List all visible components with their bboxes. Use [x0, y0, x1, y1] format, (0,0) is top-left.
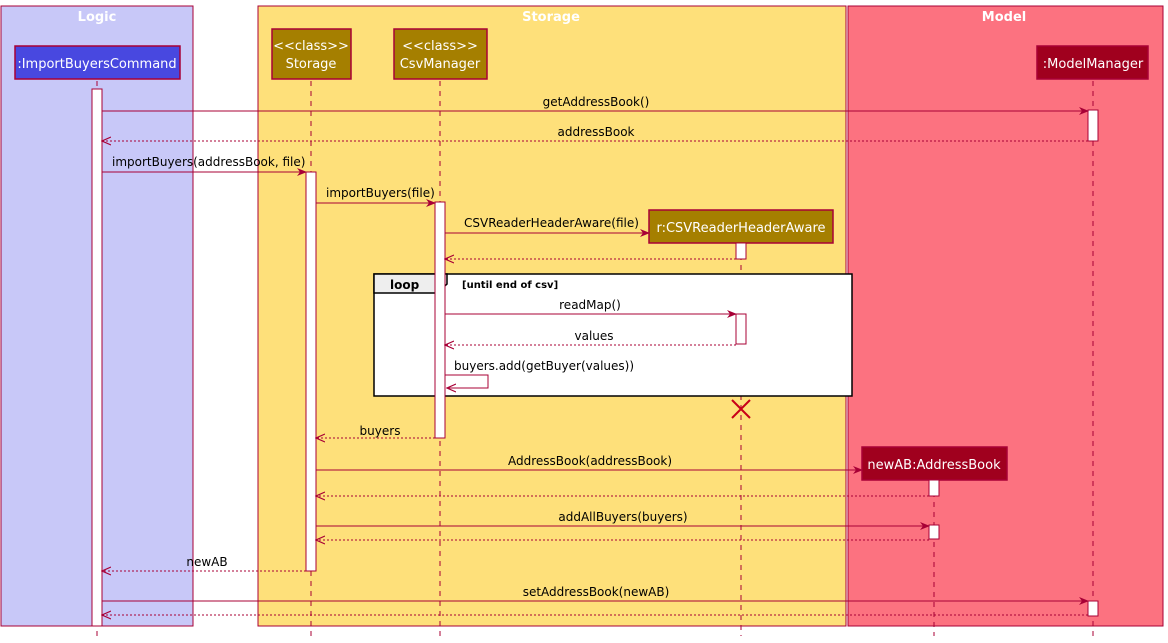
message-label: setAddressBook(newAB) [523, 585, 670, 599]
message-m4: importBuyers(file) [316, 186, 436, 207]
box-model-title: Model [982, 10, 1026, 25]
loop-guard: [until end of csv] [462, 280, 558, 291]
destroy-marker [731, 399, 751, 419]
participant-import-buyers-command: :ImportBuyersCommand [14, 45, 181, 80]
message-m10: buyers [316, 424, 435, 438]
message-label: values [574, 329, 613, 343]
activation-bar [434, 201, 446, 439]
participant-label: CsvManager [400, 57, 481, 72]
participant-label: Storage [286, 57, 337, 72]
activation-bar [91, 88, 103, 627]
message-m5: CSVReaderHeaderAware(file) [445, 216, 650, 237]
message-label: buyers.add(getBuyer(values)) [454, 359, 634, 373]
message-m2: addressBook [102, 125, 1088, 141]
message-label: newAB [186, 555, 227, 569]
stereotype-label: <<class>> [273, 39, 349, 54]
message-label: addAllBuyers(buyers) [558, 510, 687, 524]
activation-bar [1087, 109, 1099, 142]
loop-fragment: loop [until end of csv] [373, 273, 853, 397]
message-m3: importBuyers(addressBook, file) [102, 155, 307, 176]
message-label: addressBook [557, 125, 634, 139]
participant-storage: <<class>> Storage [271, 28, 352, 80]
message-m8: values [445, 329, 736, 345]
message-m15: newAB [102, 555, 306, 571]
message-m11: AddressBook(addressBook) [316, 454, 863, 474]
participant-address-book: newAB:AddressBook [861, 446, 1008, 481]
participant-csv-reader: r:CSVReaderHeaderAware [648, 209, 834, 244]
message-m1: getAddressBook() [102, 95, 1089, 115]
loop-keyword: loop [390, 278, 420, 292]
box-logic-title: Logic [78, 10, 117, 25]
activation-bar [928, 479, 940, 497]
stereotype-label: <<class>> [402, 39, 478, 54]
message-label: importBuyers(addressBook, file) [112, 155, 305, 169]
participant-label: r:CSVReaderHeaderAware [656, 221, 825, 236]
activation-bar [1087, 600, 1099, 617]
message-m9: buyers.add(getBuyer(values)) [445, 359, 634, 388]
message-m7: readMap() [445, 298, 737, 318]
participant-label: :ModelManager [1043, 57, 1144, 72]
activation-bar [735, 242, 747, 260]
box-storage-title: Storage [522, 10, 580, 25]
box-model: Model [847, 5, 1164, 627]
message-label: AddressBook(addressBook) [508, 454, 672, 468]
message-m13: addAllBuyers(buyers) [316, 510, 930, 530]
message-label: importBuyers(file) [326, 186, 435, 200]
message-label: CSVReaderHeaderAware(file) [464, 216, 639, 230]
activation-bar [735, 313, 747, 345]
message-label: buyers [360, 424, 401, 438]
message-label: readMap() [559, 298, 621, 312]
participant-model-manager: :ModelManager [1036, 45, 1149, 80]
self-message-arrow [445, 374, 489, 388]
message-label: getAddressBook() [543, 95, 650, 109]
participant-label: :ImportBuyersCommand [17, 57, 176, 72]
message-m16: setAddressBook(newAB) [102, 585, 1089, 605]
participant-csv-manager: <<class>> CsvManager [393, 28, 488, 80]
activation-bar [928, 524, 940, 540]
activation-bar [305, 171, 317, 572]
participant-label: newAB:AddressBook [867, 458, 1001, 473]
